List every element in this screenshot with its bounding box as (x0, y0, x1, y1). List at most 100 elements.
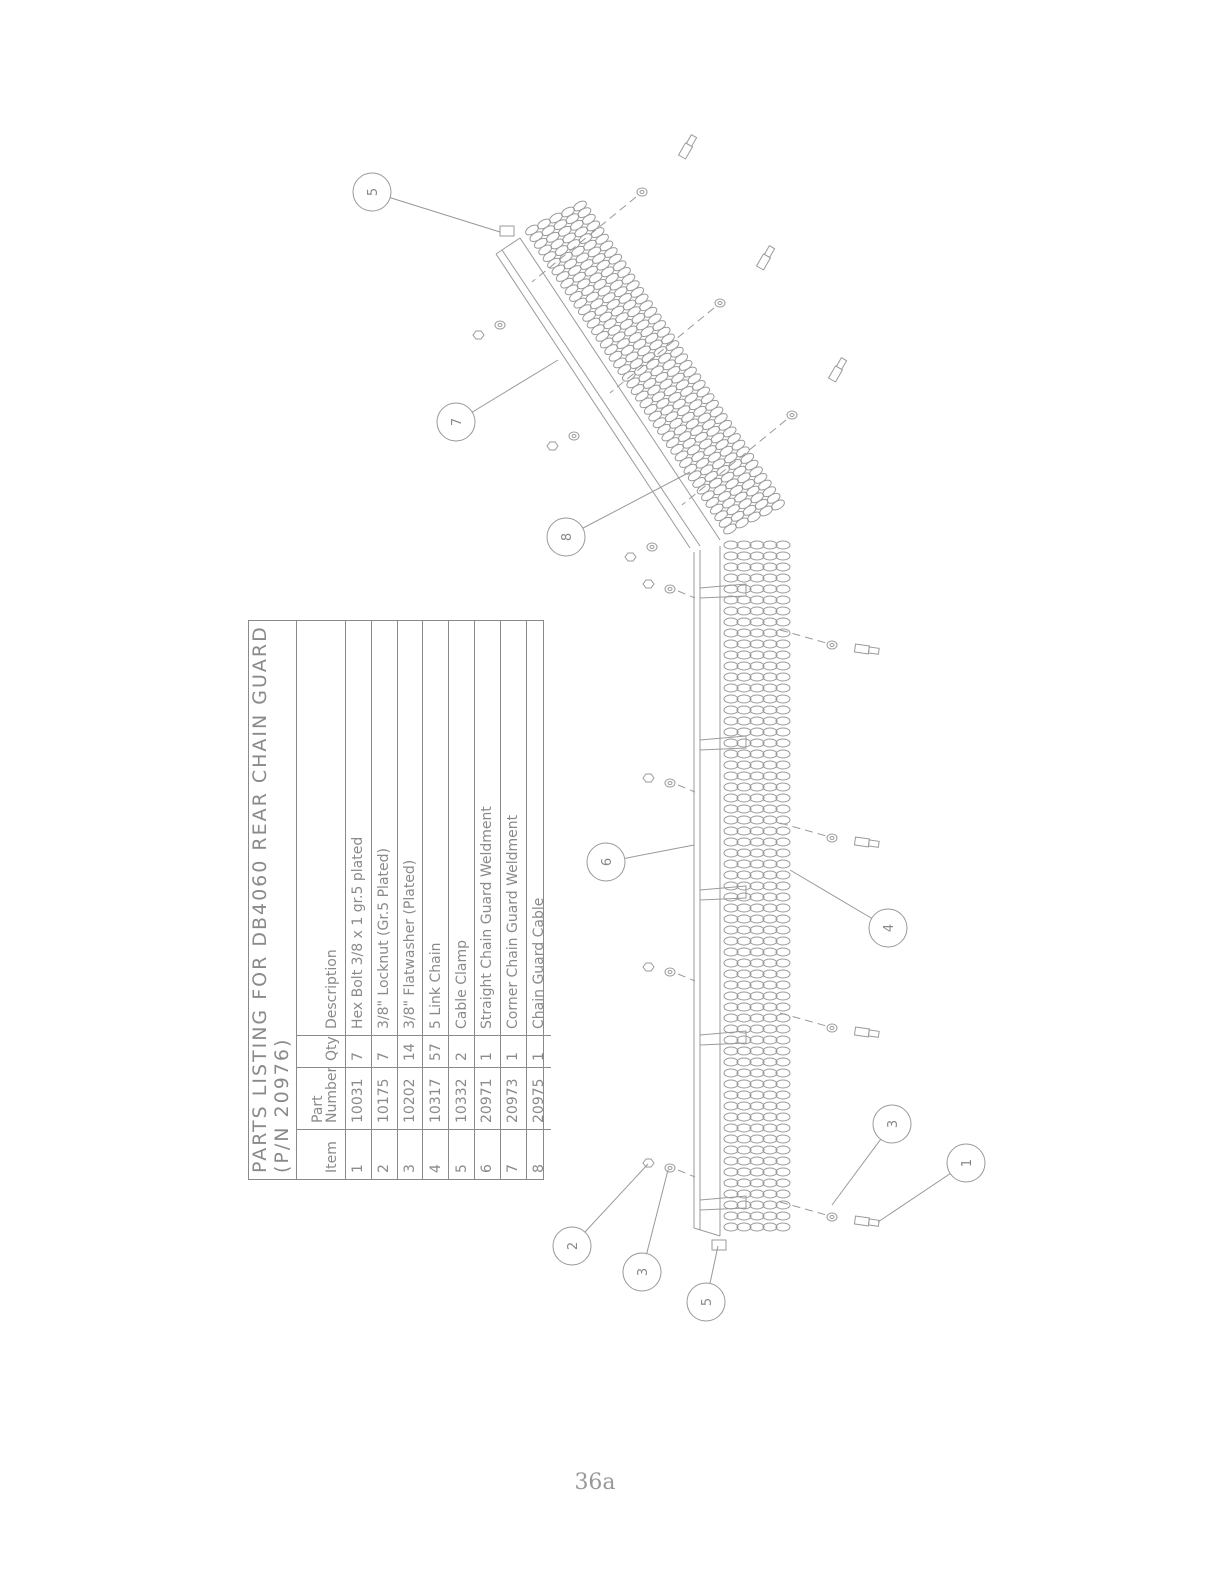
row-item: 1 (346, 1129, 371, 1179)
chain-link (736, 639, 752, 649)
chain-link (749, 760, 765, 770)
chain-link (736, 705, 752, 715)
chain-link (762, 1002, 778, 1012)
chain-link (749, 1145, 765, 1155)
chain-link (723, 1211, 739, 1221)
callout-balloon-item-8: 8 (546, 471, 691, 557)
chain-link (762, 1013, 778, 1023)
chain-link (736, 991, 752, 1001)
chain-link (736, 727, 752, 737)
hex-bolt (853, 1215, 880, 1227)
flatwasher (568, 431, 580, 441)
chain-link (749, 1090, 765, 1100)
hardware-centerline (531, 196, 637, 283)
flatwasher (826, 640, 838, 650)
chain-link (749, 881, 765, 891)
chain-link (775, 639, 791, 649)
chain-link (775, 1123, 791, 1133)
chain-link (723, 826, 739, 836)
chain-link (723, 815, 739, 825)
chain-link (775, 881, 791, 891)
chain-link (775, 782, 791, 792)
hardware-centerline (779, 1012, 831, 1028)
chain-link (762, 617, 778, 627)
chain-link (775, 1101, 791, 1111)
chain-link (762, 1057, 778, 1067)
chain-link (775, 628, 791, 638)
chain-link (775, 1222, 791, 1232)
chain-link (762, 991, 778, 1001)
chain-link (736, 1189, 752, 1199)
chain-link (723, 925, 739, 935)
hardware-centerline (779, 1201, 831, 1217)
chain-link (775, 1145, 791, 1155)
chain-link (736, 595, 752, 605)
chain-link (775, 914, 791, 924)
chain-link (749, 1068, 765, 1078)
chain-link (749, 826, 765, 836)
hex-bolt (677, 134, 698, 160)
chain-link (775, 859, 791, 869)
chain-link (762, 705, 778, 715)
row-description: Cable Clamp (453, 940, 470, 1029)
callout-number: 3 (636, 1268, 651, 1276)
chain-link (762, 914, 778, 924)
chain-link (775, 793, 791, 803)
chain-link (749, 782, 765, 792)
col-qty-header: Qty (297, 1035, 345, 1067)
chain-link (723, 760, 739, 770)
col-item-header: Item (297, 1129, 345, 1179)
chain-link (749, 1046, 765, 1056)
chain-link (736, 1112, 752, 1122)
page-number: 36a (574, 1470, 616, 1495)
chain-link (749, 892, 765, 902)
chain-link (775, 1189, 791, 1199)
chain-link (723, 936, 739, 946)
chain-link (749, 936, 765, 946)
corner-chain-guard-weldment (495, 237, 721, 549)
chain-link (736, 1046, 752, 1056)
chain-link (723, 1046, 739, 1056)
chain-link (723, 749, 739, 759)
chain-link (736, 903, 752, 913)
chain-link (749, 661, 765, 671)
chain-link (723, 870, 739, 880)
chain-link (736, 1079, 752, 1089)
chain-link (736, 1002, 752, 1012)
chain-link (775, 584, 791, 594)
hex-bolt (755, 245, 776, 271)
chain-link (775, 892, 791, 902)
chain-link (723, 1189, 739, 1199)
callout-number: 3 (886, 1120, 901, 1128)
row-description: 5 Link Chain (427, 942, 444, 1029)
chain-link (736, 738, 752, 748)
chain-link (775, 848, 791, 858)
flatwasher (494, 320, 506, 330)
chain-link (736, 958, 752, 968)
chain-link (723, 1178, 739, 1188)
chain-link (775, 1090, 791, 1100)
chain-link (749, 639, 765, 649)
chain-link (762, 1167, 778, 1177)
chain-link (762, 837, 778, 847)
five-link-chain-straight (723, 540, 791, 1232)
chain-link (723, 1090, 739, 1100)
chain-link (749, 870, 765, 880)
row-part-number: 10317 (423, 1067, 449, 1129)
chain-link (723, 1079, 739, 1089)
chain-link (749, 573, 765, 583)
col-part-number-header: Part Number (297, 1067, 345, 1129)
chain-link (749, 969, 765, 979)
chain-link (736, 1178, 752, 1188)
chain-link (775, 804, 791, 814)
callout-balloon-item-5-bottom: 5 (686, 1245, 726, 1322)
callout-number: 7 (450, 418, 465, 426)
chain-link (749, 837, 765, 847)
chain-link (736, 1167, 752, 1177)
chain-link (736, 540, 752, 550)
chain-link (749, 947, 765, 957)
chain-link (749, 1178, 765, 1188)
